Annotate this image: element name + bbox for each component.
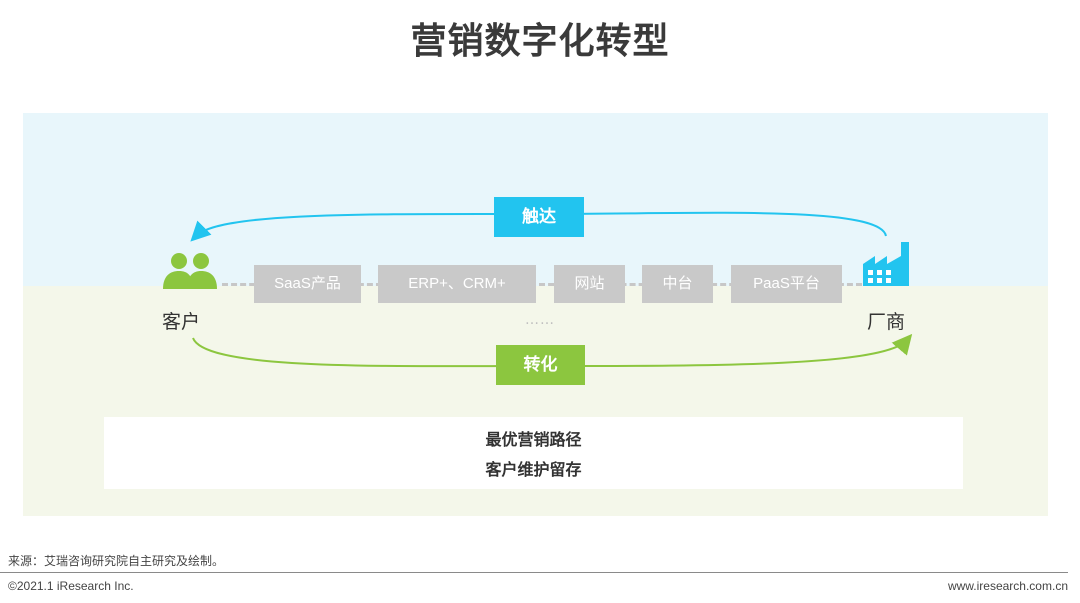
tool-erp-crm: ERP+、CRM+ — [378, 265, 536, 303]
customer-label: 客户 — [162, 311, 201, 333]
summary-line-optimal-path: 最优营销路径 — [485, 430, 582, 449]
tool-saas-product: SaaS产品 — [254, 265, 361, 303]
website-link[interactable]: www.iresearch.com.cn — [947, 579, 1068, 593]
tool-paas-platform: PaaS平台 — [731, 265, 842, 303]
more-tools-ellipsis: …… — [525, 312, 555, 328]
copyright: ©2021.1 iResearch Inc. — [8, 579, 134, 593]
convert-tag: 转化 — [496, 345, 585, 385]
vendor-label: 厂商 — [867, 311, 906, 333]
touch-tag: 触达 — [494, 197, 584, 237]
source-note: 来源：艾瑞咨询研究院自主研究及绘制。 — [8, 554, 225, 568]
users-icon — [163, 253, 217, 289]
factory-icon — [863, 242, 909, 286]
page-title: 营销数字化转型 — [410, 21, 670, 62]
summary-line-retention: 客户维护留存 — [485, 460, 582, 479]
tool-website: 网站 — [554, 265, 625, 303]
footer-divider — [0, 572, 1068, 573]
summary-box: 最优营销路径 客户维护留存 — [104, 417, 963, 489]
tool-middle-platform: 中台 — [642, 265, 713, 303]
flow-connector — [222, 283, 862, 286]
